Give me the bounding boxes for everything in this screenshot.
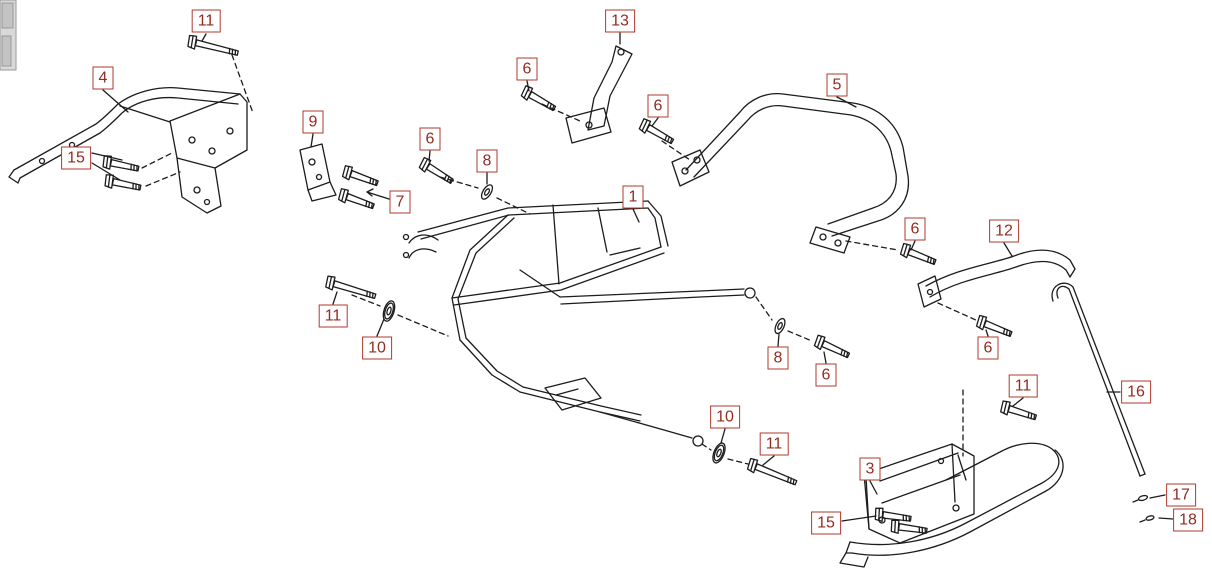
callout-6-d[interactable]: 6 xyxy=(904,217,926,241)
callout-18[interactable]: 18 xyxy=(1173,508,1203,532)
part-13-strap-bracket xyxy=(565,45,633,144)
callout-4[interactable]: 4 xyxy=(92,66,114,90)
callout-11-mid-left[interactable]: 11 xyxy=(318,304,348,328)
part-5-rear-tube xyxy=(671,93,910,254)
callout-11-top-left[interactable]: 11 xyxy=(191,9,221,33)
callout-6-b[interactable]: 6 xyxy=(647,94,669,118)
part-17-clip xyxy=(1132,494,1149,503)
callout-8-b[interactable]: 8 xyxy=(767,346,789,370)
callout-6-a[interactable]: 6 xyxy=(516,57,538,81)
callout-15-left[interactable]: 15 xyxy=(61,146,91,170)
callout-10-bottom[interactable]: 10 xyxy=(710,405,740,429)
part-12-brace xyxy=(917,249,1076,308)
part-3-bumper-rack xyxy=(839,442,1064,568)
callout-5[interactable]: 5 xyxy=(826,73,848,97)
callout-16[interactable]: 16 xyxy=(1121,380,1151,404)
callout-17[interactable]: 17 xyxy=(1166,483,1196,507)
callout-15-bottom[interactable]: 15 xyxy=(811,511,841,535)
callout-13[interactable]: 13 xyxy=(605,9,635,33)
callout-11-right[interactable]: 11 xyxy=(1008,374,1038,398)
callout-3[interactable]: 3 xyxy=(859,457,881,481)
callout-9[interactable]: 9 xyxy=(302,110,324,134)
callout-6-f[interactable]: 6 xyxy=(977,336,999,360)
callout-7[interactable]: 7 xyxy=(389,190,411,214)
part-1-main-frame xyxy=(402,200,756,447)
callout-10-left[interactable]: 10 xyxy=(362,336,392,360)
callout-6-c[interactable]: 6 xyxy=(419,127,441,151)
window-edge-artifact xyxy=(0,0,17,71)
part-18-pin xyxy=(1139,515,1155,523)
callout-8-a[interactable]: 8 xyxy=(476,149,498,173)
part-9-mount-plate xyxy=(299,143,337,202)
callout-1[interactable]: 1 xyxy=(622,185,644,209)
callout-leader-lines xyxy=(91,32,1174,522)
callout-12[interactable]: 12 xyxy=(989,219,1019,243)
assembly-axis-lines xyxy=(141,54,979,465)
callout-6-e[interactable]: 6 xyxy=(815,363,837,387)
part-16-rod xyxy=(1051,282,1146,477)
callout-11-bottom[interactable]: 11 xyxy=(759,432,789,456)
